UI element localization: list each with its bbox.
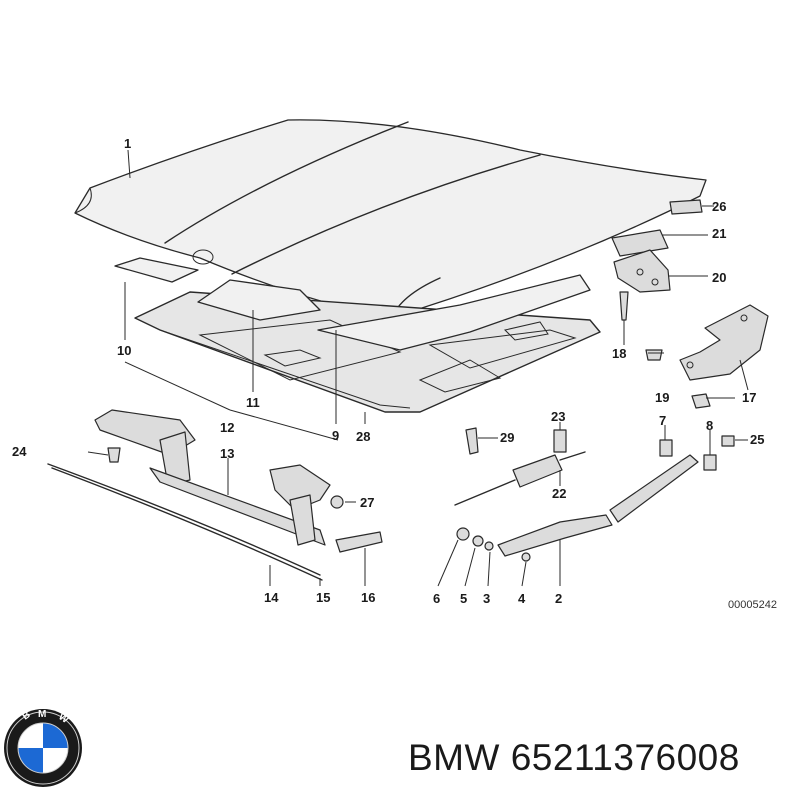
leader-lines	[87, 149, 749, 587]
label-29: 29	[500, 430, 514, 445]
label-10: 10	[117, 343, 131, 358]
label-9: 9	[332, 428, 339, 443]
label-21: 21	[712, 226, 726, 241]
brand-name: BMW	[408, 737, 500, 778]
label-6: 6	[433, 591, 440, 606]
part-caption: BMW 65211376008	[408, 737, 740, 779]
inner-panel	[114, 257, 601, 413]
label-18: 18	[612, 346, 626, 361]
label-28: 28	[356, 429, 370, 444]
label-5: 5	[460, 591, 467, 606]
hood-panel	[74, 119, 707, 319]
label-3: 3	[483, 591, 490, 606]
label-19: 19	[655, 390, 669, 405]
label-17: 17	[742, 390, 756, 405]
label-15: 15	[316, 590, 330, 605]
part-labels: 1 2 3 4 5 6 7 8 9 10 11 12 13 14 15 16 1…	[12, 136, 764, 606]
label-25: 25	[750, 432, 764, 447]
right-hinge-parts	[611, 199, 769, 409]
label-1: 1	[124, 136, 131, 151]
label-22: 22	[552, 486, 566, 501]
left-hinge-parts	[47, 409, 383, 581]
part-number: 65211376008	[510, 737, 740, 778]
svg-text:M: M	[38, 709, 46, 720]
label-12: 12	[220, 420, 234, 435]
label-27: 27	[360, 495, 374, 510]
label-4: 4	[518, 591, 526, 606]
label-13: 13	[220, 446, 234, 461]
label-23: 23	[551, 409, 565, 424]
label-24: 24	[12, 444, 27, 459]
label-8: 8	[706, 418, 713, 433]
reference-code: 00005242	[728, 599, 777, 611]
label-11: 11	[246, 395, 260, 410]
hood-linkage	[456, 435, 735, 562]
label-16: 16	[361, 590, 375, 605]
label-20: 20	[712, 270, 726, 285]
bmw-logo: B M W	[4, 709, 82, 787]
label-2: 2	[555, 591, 562, 606]
gas-strut	[454, 427, 586, 506]
label-7: 7	[659, 413, 666, 428]
label-26: 26	[712, 199, 726, 214]
label-14: 14	[264, 590, 279, 605]
